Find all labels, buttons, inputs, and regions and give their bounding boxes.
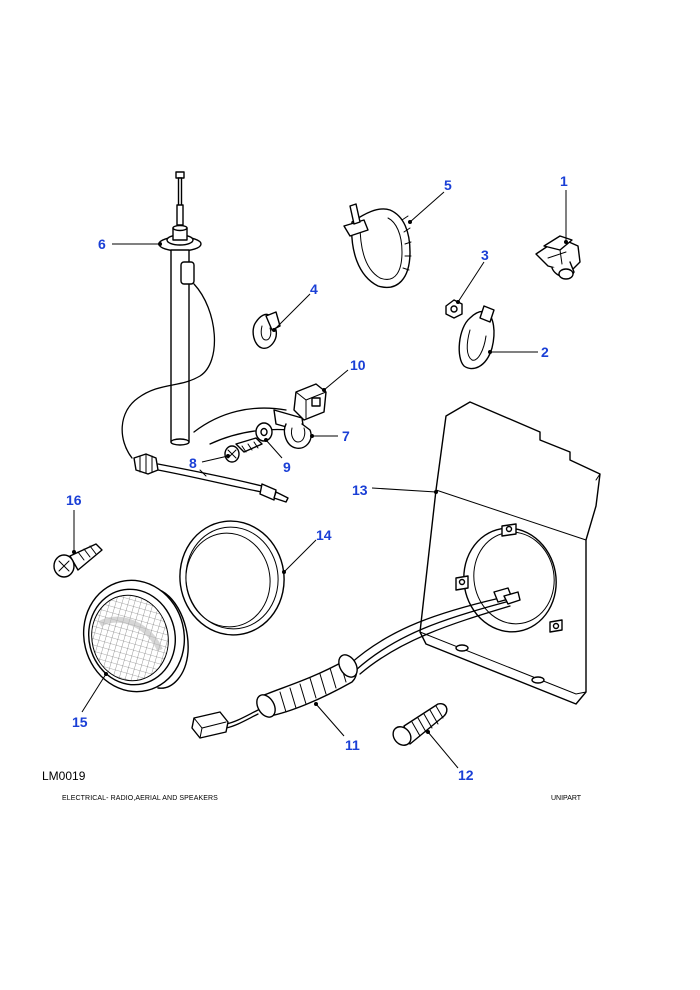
callout-label: 8 <box>189 455 197 471</box>
speaker-panel <box>419 401 601 705</box>
callout-label: 9 <box>283 459 291 475</box>
callout-5: 5 <box>408 177 452 224</box>
p-clip-large <box>458 305 495 370</box>
speaker-harness <box>191 587 521 739</box>
callout-label: 4 <box>310 281 318 297</box>
p-clip-small <box>252 311 281 349</box>
washer <box>255 422 273 442</box>
callout-label: 2 <box>541 344 549 360</box>
screw-8 <box>224 437 263 463</box>
callout-label: 7 <box>342 428 350 444</box>
cable-tie <box>343 203 412 288</box>
callout-10: 10 <box>322 357 366 392</box>
aerial-mast <box>121 171 216 459</box>
callout-3: 3 <box>456 247 489 304</box>
callout-label: 1 <box>560 173 568 189</box>
callout-8: 8 <box>189 454 230 471</box>
callout-1: 1 <box>560 173 568 244</box>
grommet <box>392 702 448 746</box>
callout-14: 14 <box>282 527 332 574</box>
footer-section-title: ELECTRICAL- RADIO,AERIAL AND SPEAKERS <box>62 795 218 802</box>
speaker-trim-ring <box>179 520 285 636</box>
figure-id: LM0019 <box>42 769 86 783</box>
callout-label: 6 <box>98 236 106 252</box>
callout-label: 11 <box>345 737 360 753</box>
callout-12: 12 <box>426 730 474 783</box>
callout-2: 2 <box>488 344 549 360</box>
wire-connector <box>293 383 327 421</box>
callout-6: 6 <box>98 236 162 252</box>
footer-brand: UNIPART <box>551 795 582 802</box>
aerial-cable <box>133 453 289 503</box>
callout-label: 14 <box>316 527 332 543</box>
callout-label: 10 <box>350 357 366 373</box>
speaker <box>82 579 189 693</box>
callout-9: 9 <box>264 438 291 475</box>
callout-13: 13 <box>352 482 438 498</box>
callout-label: 15 <box>72 714 88 730</box>
screw-16 <box>53 543 103 578</box>
callout-label: 16 <box>66 492 82 508</box>
callout-label: 13 <box>352 482 368 498</box>
callout-11: 11 <box>314 702 360 753</box>
callout-label: 12 <box>458 767 474 783</box>
callout-15: 15 <box>72 672 108 730</box>
callout-16: 16 <box>66 492 82 554</box>
retaining-clip <box>535 235 581 280</box>
callout-7: 7 <box>310 428 350 444</box>
wire-clip-bracket <box>193 407 312 449</box>
callout-label: 5 <box>444 177 452 193</box>
callout-label: 3 <box>481 247 489 263</box>
callout-4: 4 <box>272 281 318 332</box>
nut <box>445 299 463 319</box>
